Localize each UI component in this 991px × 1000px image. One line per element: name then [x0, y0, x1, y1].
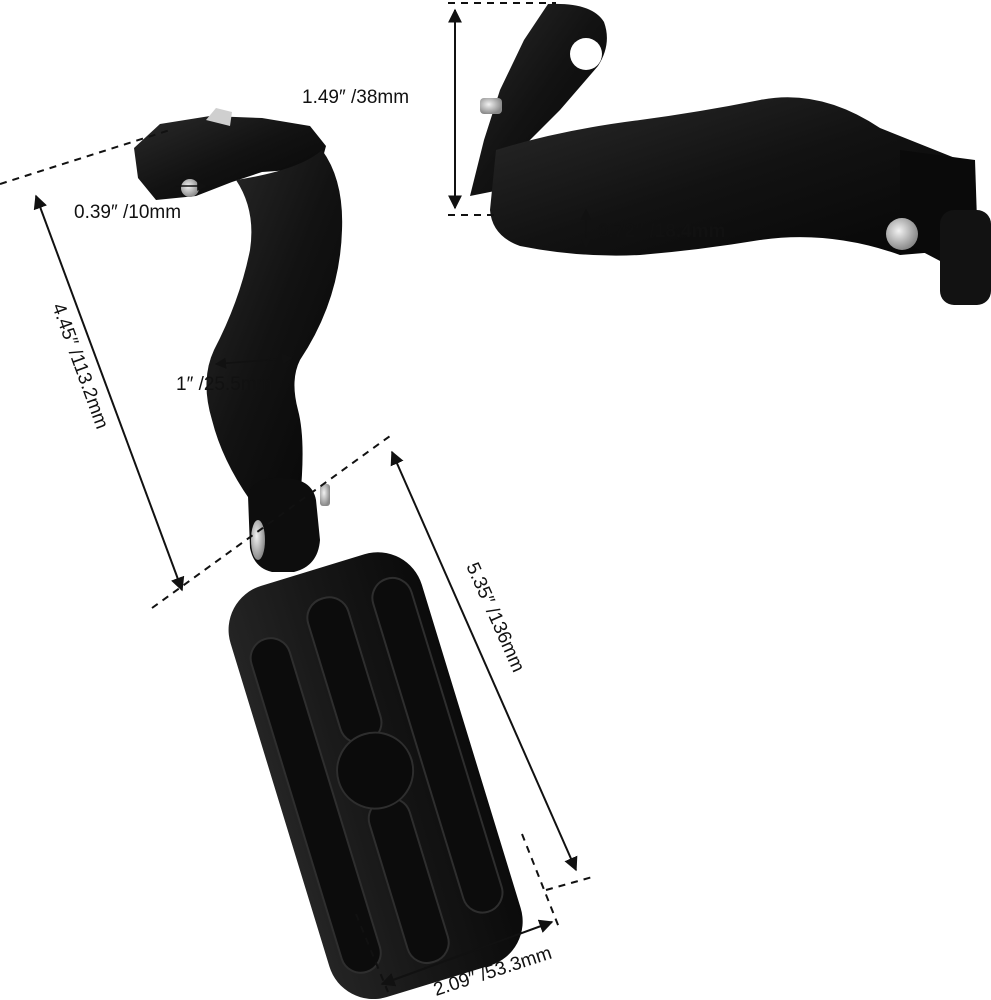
- main-view-mount-clamp: [134, 116, 326, 200]
- label-mount-height: 1.49″ /38mm: [302, 87, 409, 108]
- side-view-pivot-bolt: [886, 218, 918, 250]
- label-arm-thickness: 0.72″ /18.4mm: [598, 221, 725, 242]
- main-view-footpeg: [134, 108, 523, 1000]
- side-view-mount-hole: [570, 38, 602, 70]
- label-peg-length: 5.35″ /136mm: [461, 559, 528, 675]
- main-view-bracket-bolt: [181, 179, 199, 197]
- side-view-bracket: [470, 3, 991, 305]
- main-view-arm: [206, 150, 343, 500]
- main-view-hinge-pin: [251, 520, 265, 560]
- side-view-arm: [490, 97, 975, 256]
- dimension-arm-thickness: 0.72″ /18.4mm: [580, 208, 725, 250]
- label-arm-width: 1″ /25.5mm: [176, 374, 272, 395]
- main-view-hinge-knuckle: [248, 477, 320, 572]
- label-bracket-thickness: 0.39″ /10mm: [74, 202, 181, 223]
- label-arm-length: 4.45″ /113.2mm: [47, 301, 112, 432]
- dimension-mount-height: 1.49″ /38mm: [302, 2, 556, 216]
- dimension-arm-width: 1″ /25.5mm: [176, 353, 294, 395]
- side-view-bolt-stub: [480, 98, 502, 114]
- side-view-peg-stub: [940, 210, 991, 305]
- rib-left: [249, 637, 382, 974]
- main-view-hinge-bolt: [320, 484, 330, 506]
